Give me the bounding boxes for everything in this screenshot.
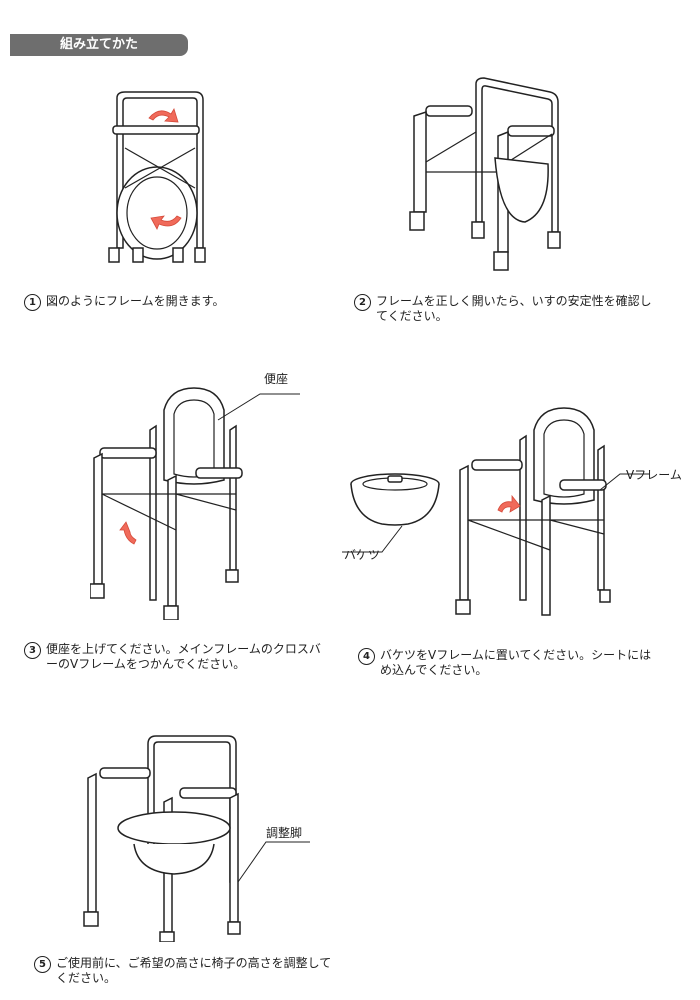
step-4-number: 4 bbox=[358, 648, 375, 665]
step-3-caption: 3 便座を上げてください。メインフレームのクロスバーのVフレームをつかんでくださ… bbox=[24, 642, 324, 672]
step-2-text: フレームを正しく開いたら、いすの安定性を確認してください。 bbox=[376, 294, 652, 323]
step-5-number: 5 bbox=[34, 956, 51, 973]
v-frame-label: Vフレーム bbox=[626, 468, 682, 482]
bucket-illustration bbox=[342, 473, 440, 553]
section-title: 組み立てかた bbox=[10, 34, 188, 56]
step-1-caption: 1 図のようにフレームを開きます。 bbox=[24, 294, 284, 311]
step-4-caption: 4 バケツをVフレームに置いてください。シートにはめ込んでください。 bbox=[358, 648, 658, 678]
step-2-caption: 2 フレームを正しく開いたら、いすの安定性を確認してください。 bbox=[354, 294, 654, 324]
step-3-text: 便座を上げてください。メインフレームのクロスバーのVフレームをつかんでください。 bbox=[46, 642, 321, 671]
step-5-caption: 5 ご使用前に、ご希望の高さに椅子の高さを調整してください。 bbox=[34, 956, 334, 986]
adjust-leg-label: 調整脚 bbox=[266, 826, 303, 840]
step-1-number: 1 bbox=[24, 294, 41, 311]
step-1-text: 図のようにフレームを開きます。 bbox=[46, 294, 225, 308]
bucket-label: バケツ bbox=[344, 548, 381, 562]
step-5-text: ご使用前に、ご希望の高さに椅子の高さを調整してください。 bbox=[56, 956, 332, 985]
illustration-step-4 bbox=[455, 407, 650, 616]
illustration-step-5 bbox=[83, 735, 310, 942]
step-4-text: バケツをVフレームに置いてください。シートにはめ込んでください。 bbox=[380, 648, 652, 677]
illustration-step-2 bbox=[409, 77, 561, 271]
seat-label: 便座 bbox=[264, 372, 289, 386]
step-3-number: 3 bbox=[24, 642, 41, 659]
illustration-step-1 bbox=[108, 91, 206, 263]
illustration-step-3 bbox=[90, 387, 300, 620]
step-2-number: 2 bbox=[354, 294, 371, 311]
